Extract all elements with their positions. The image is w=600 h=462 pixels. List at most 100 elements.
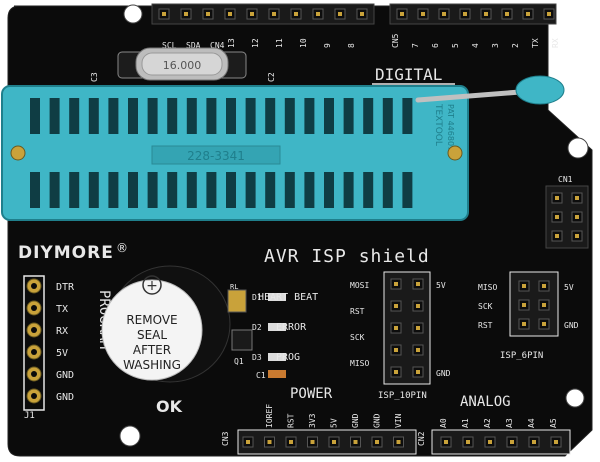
zif-slot: [402, 98, 413, 134]
buzzer-label-line: SEAL: [137, 328, 167, 342]
pin-contact: [332, 440, 336, 444]
led-label: PROG: [276, 352, 300, 363]
pin-contact: [442, 12, 446, 16]
isp6-label: GND: [564, 321, 579, 330]
zif-slot: [363, 172, 374, 208]
pin-hole: [31, 393, 37, 399]
led-label: HEART BEAT: [258, 292, 318, 303]
pin-contact: [184, 12, 188, 16]
digital-label: DIGITAL: [375, 65, 442, 84]
pin-contact: [228, 12, 232, 16]
buzzer-label-line: WASHING: [123, 358, 181, 372]
pin-contact: [267, 440, 272, 444]
zif-lever[interactable]: [415, 75, 565, 105]
top-pin-label: CN5: [391, 33, 400, 48]
top-pin-label: 2: [511, 43, 520, 48]
cn1-header: CN1: [545, 175, 589, 249]
pin-contact: [394, 326, 398, 330]
zif-slot: [304, 172, 315, 208]
svg-text:C1: C1: [256, 371, 266, 380]
zif-slot: [382, 98, 393, 134]
analog-pin-label: A3: [505, 418, 514, 428]
zif-slot: [245, 98, 256, 134]
pin-contact: [542, 322, 546, 326]
svg-text:Q1: Q1: [234, 357, 244, 366]
led-ref: D1: [252, 293, 262, 302]
bottom-header-analog: [431, 429, 571, 455]
zif-slot: [69, 98, 80, 134]
zif-slot: [265, 172, 276, 208]
bottom-header-power: [237, 429, 417, 455]
analog-label: ANALOG: [460, 394, 511, 410]
zif-slot: [284, 98, 295, 134]
pin-contact: [316, 12, 320, 16]
zif-slot: [402, 172, 413, 208]
pin-contact: [294, 12, 298, 16]
pin-contact: [394, 282, 398, 286]
isp6-label: SCK: [478, 302, 493, 311]
pin-contact: [444, 440, 448, 444]
pin-contact: [360, 12, 364, 16]
zif-slot: [88, 98, 99, 134]
zif-side-marking: TEXTOOL: [433, 103, 443, 146]
program-pin-label: GND: [56, 392, 74, 403]
pin-contact: [526, 12, 530, 16]
top-pin-label: 9: [323, 43, 332, 48]
top-pin-label: 3: [491, 43, 500, 48]
analog-pin-label: A5: [549, 418, 558, 428]
mounting-hole: [567, 137, 589, 159]
pin-contact: [555, 196, 559, 200]
zif-slot: [30, 172, 40, 208]
mounting-hole: [565, 388, 585, 408]
zif-slot: [49, 172, 60, 208]
zif-slot: [69, 172, 80, 208]
isp-10pin-header: [383, 271, 431, 385]
top-pin-label: 12: [251, 38, 260, 48]
analog-pin-label: A4: [527, 418, 536, 428]
pin-contact: [463, 12, 467, 16]
pin-contact: [554, 440, 558, 444]
pin-contact: [555, 234, 559, 238]
power-pin-label: 5V: [330, 418, 339, 428]
pin-contact: [555, 215, 559, 219]
power-label: POWER: [290, 386, 333, 402]
zif-slot: [167, 172, 178, 208]
led-ref: D2: [252, 323, 262, 332]
power-pin-label: VIN: [394, 413, 403, 428]
cap-c3-label: C3: [90, 72, 99, 82]
program-header: [23, 275, 45, 411]
pin-contact: [289, 440, 293, 444]
pin-hole: [31, 327, 37, 333]
zif-socket: 228-3341 TEXTOOL PAT 4468072: [1, 85, 469, 221]
led-section: [227, 289, 286, 378]
isp6-label: 5V: [564, 283, 574, 292]
power-pin-label: RST: [287, 413, 296, 428]
top-pin-label: 8: [347, 43, 356, 48]
svg-text:RL: RL: [230, 283, 238, 291]
zif-slot: [128, 98, 138, 134]
pin-contact: [353, 440, 358, 444]
zif-slot: [186, 98, 197, 134]
zif-slot: [245, 172, 256, 208]
crystal-marking: 16.000: [163, 59, 202, 72]
zif-slot: [49, 98, 60, 134]
pin-contact: [542, 284, 546, 288]
pin-contact: [400, 12, 404, 16]
top-pin-label: 13: [227, 38, 236, 48]
isp10-label: GND: [436, 369, 451, 378]
program-pin-label: TX: [56, 304, 68, 315]
program-pin-label: GND: [56, 370, 74, 381]
svg-text:CN2: CN2: [417, 431, 426, 446]
power-pin-label: GND: [351, 413, 360, 428]
zif-slot: [88, 172, 99, 208]
pin-contact: [505, 12, 509, 16]
program-pin-label: RX: [56, 326, 68, 337]
cap-c2-label: C2: [267, 72, 276, 82]
zif-slot: [206, 172, 217, 208]
isp10-label: 5V: [436, 281, 446, 290]
zif-slot: [167, 98, 178, 134]
